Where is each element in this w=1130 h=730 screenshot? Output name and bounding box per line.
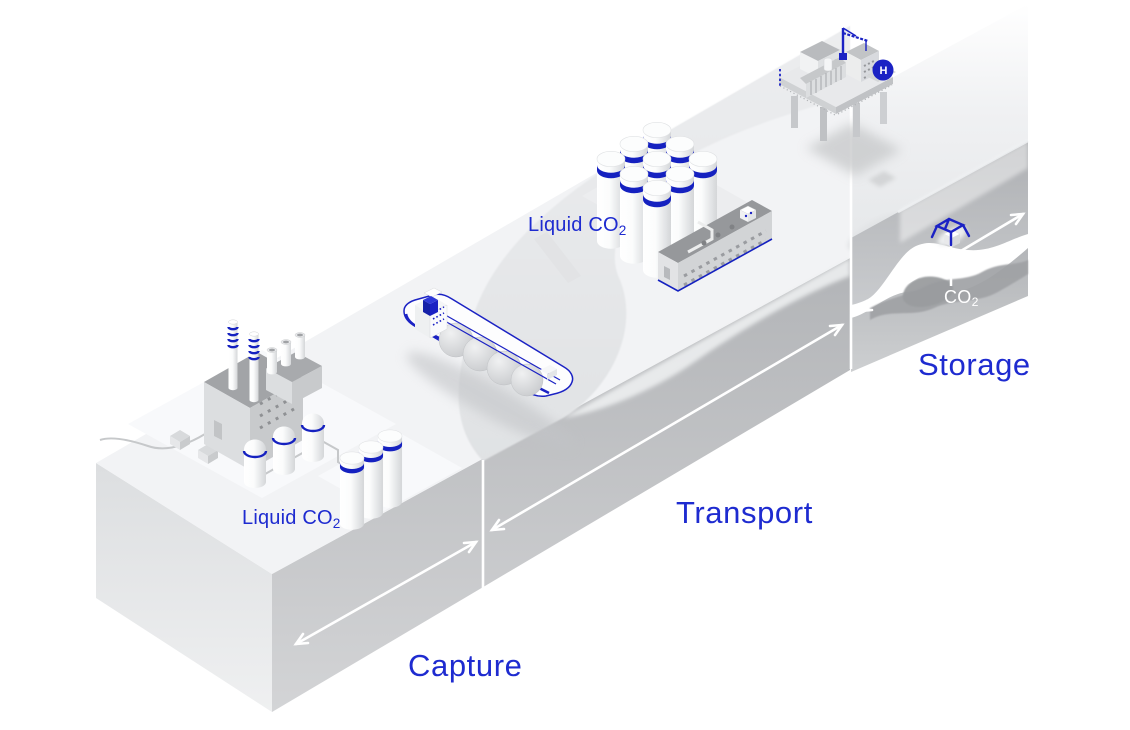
stack-icon	[280, 339, 292, 367]
platform-leg	[820, 107, 827, 141]
rib-lines	[810, 66, 842, 95]
liquid-co2-label-capture: Liquid CO2	[242, 507, 341, 531]
receiving-terminal-building-icon	[657, 200, 773, 292]
platform-leg	[853, 103, 860, 137]
roof-pipe-icon	[687, 220, 714, 254]
cargo-sphere-icon	[510, 363, 544, 397]
co2-reservoir-label: CO2	[944, 287, 979, 309]
reservoir-front-face	[851, 248, 1028, 372]
platform-shadow-blob	[868, 171, 896, 187]
rib-module-roof	[800, 57, 846, 84]
funnel-side	[430, 300, 438, 316]
storage-extent-arrow	[857, 212, 1026, 313]
transport-extent-arrow	[489, 323, 845, 532]
factory-door	[214, 420, 222, 440]
quarters-face	[846, 52, 861, 82]
platform-leg	[880, 92, 887, 124]
crane-icon	[839, 27, 869, 60]
slab-left-face	[96, 463, 272, 712]
slab-front-face	[272, 258, 850, 712]
underwater-veil	[900, 141, 1028, 243]
capture-site: Liquid CO2	[99, 318, 403, 531]
co2-plume-blob	[902, 276, 954, 307]
roof-vent-icon	[729, 224, 735, 230]
helipad-letter: H	[880, 65, 888, 77]
funnel-icon	[423, 300, 430, 316]
deck-rim-right	[836, 77, 893, 114]
helipad-icon	[872, 59, 894, 81]
storage-block: CO2	[847, 4, 1029, 372]
capture-extent-arrow	[293, 540, 479, 646]
terminal-door	[664, 266, 670, 280]
terminal-road	[534, 232, 581, 283]
transport-sea-surface	[458, 26, 850, 461]
quarters-roof	[846, 43, 879, 60]
receiving-terminal: Liquid CO2	[528, 122, 773, 292]
funnel-top	[423, 296, 438, 304]
stack-icon	[266, 347, 278, 375]
shore-sand-band	[563, 258, 850, 418]
roof-vent-icon	[715, 232, 721, 238]
roof-unit-dot	[744, 214, 748, 218]
terminal-windows	[683, 229, 767, 287]
transport-stage-label: Transport	[676, 495, 813, 530]
storage-stage-label: Storage	[918, 347, 1031, 382]
platform-shadow	[806, 123, 902, 176]
roof-vent-icon	[701, 240, 707, 246]
platform-leg	[791, 96, 798, 128]
terminal-base-line	[657, 238, 773, 292]
capture-stage-label: Capture	[408, 648, 523, 683]
ship-shadow	[406, 351, 574, 449]
waterline-edge	[897, 139, 1029, 214]
co2-carrier-ship-icon	[403, 287, 574, 449]
offshore-platform-icon: H	[779, 27, 902, 187]
storage-sea-surface	[851, 4, 1028, 238]
chimney-icon	[227, 318, 239, 392]
module-roof	[800, 41, 840, 61]
deck-tank-icon	[823, 57, 833, 72]
roof-unit-side	[740, 210, 748, 222]
roof-unit-dot	[749, 211, 753, 215]
ship-superstructure	[415, 287, 448, 339]
pump-units-icon	[170, 430, 218, 464]
chimney-icon	[248, 330, 260, 404]
bridge-top	[423, 287, 443, 298]
bow-deckhouse	[540, 365, 557, 374]
stack-icon	[294, 332, 306, 360]
deck-railings	[779, 84, 893, 116]
liquid-co2-label-terminal: Liquid CO2	[528, 214, 627, 238]
ship-catwalk-rails	[435, 311, 561, 385]
bow-deckhouse-side	[547, 369, 557, 380]
subsea-wellhead-icon	[930, 217, 971, 247]
